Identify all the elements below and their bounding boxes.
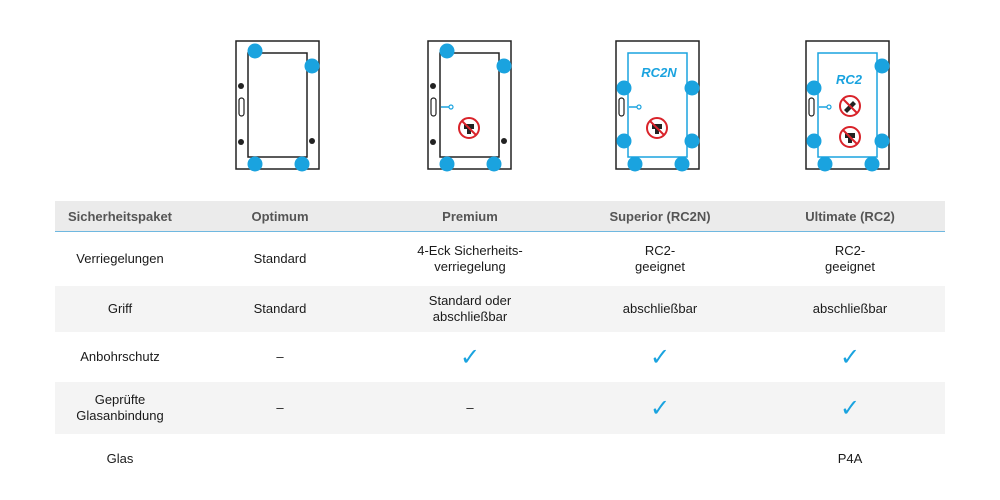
table-cell: ✓: [755, 332, 945, 382]
header-optimum: Optimum: [185, 201, 375, 232]
cell-text: RC2-geeignet: [635, 243, 685, 274]
header-superior: Superior (RC2N): [565, 201, 755, 232]
check-icon: ✓: [649, 343, 671, 371]
table-cell: RC2-geeignet: [755, 232, 945, 287]
table-cell: ✓: [565, 332, 755, 382]
cell-text: abschließbar: [622, 301, 698, 316]
table-header-row: Sicherheitspaket Optimum Premium Superio…: [55, 201, 945, 232]
table-cell: RC2-geeignet: [565, 232, 755, 287]
table-row-anbohrschutz: Anbohrschutz – ✓ ✓ ✓: [55, 332, 945, 382]
premium-window-icon: [427, 40, 517, 175]
table-cell: ✓: [375, 332, 565, 382]
cell-text: abschließbar: [812, 301, 888, 316]
header-premium: Premium: [375, 201, 565, 232]
rc2n-label: RC2N: [641, 65, 677, 80]
cell-text: –: [276, 400, 284, 415]
check-icon: ✓: [839, 343, 861, 371]
cell-text: –: [276, 349, 284, 364]
row-label-text: Anbohrschutz: [80, 349, 160, 364]
row-label: Griff: [55, 286, 185, 332]
row-label: Verriegelungen: [55, 232, 185, 287]
table-cell: –: [185, 332, 375, 382]
cell-text: Standard: [253, 301, 307, 316]
row-label-text: Verriegelungen: [76, 251, 164, 266]
check-icon: ✓: [459, 343, 481, 371]
table-cell: [185, 434, 375, 484]
optimum-window-icon: [235, 40, 325, 175]
table-cell: Standard: [185, 232, 375, 287]
table-cell: abschließbar: [565, 286, 755, 332]
table-cell: abschließbar: [755, 286, 945, 332]
table-cell: –: [185, 382, 375, 434]
cell-text: Standard: [253, 251, 307, 266]
rc2-label: RC2: [836, 72, 863, 87]
cell-text: 4-Eck Sicherheits-verriegelung: [417, 243, 523, 274]
cell-text: RC2-geeignet: [825, 243, 875, 274]
superior-window-icon: RC2N: [615, 40, 705, 175]
table-row-glas: Glas P4A: [55, 434, 945, 484]
row-label-text: Glas: [106, 451, 134, 466]
check-icon: ✓: [839, 394, 861, 422]
table-cell: Standard: [185, 286, 375, 332]
table-cell: –: [375, 382, 565, 434]
row-label: Glas: [55, 434, 185, 484]
header-ultimate: Ultimate (RC2): [755, 201, 945, 232]
header-sicherheitspaket: Sicherheitspaket: [55, 201, 185, 232]
table-cell: P4A: [755, 434, 945, 484]
table-cell: ✓: [755, 382, 945, 434]
table-cell: 4-Eck Sicherheits-verriegelung: [375, 232, 565, 287]
ultimate-window-icon: RC2: [805, 40, 895, 175]
table-cell: [565, 434, 755, 484]
cell-text: –: [466, 400, 474, 415]
cell-text: P4A: [837, 451, 863, 466]
table-row-verriegelungen: Verriegelungen Standard 4-Eck Sicherheits-…: [55, 232, 945, 287]
security-comparison-table: Sicherheitspaket Optimum Premium Superio…: [55, 201, 945, 484]
row-label: Anbohrschutz: [55, 332, 185, 382]
check-icon: ✓: [649, 394, 671, 422]
row-label-text: Griff: [107, 301, 133, 316]
table-cell: ✓: [565, 382, 755, 434]
table-cell: [375, 434, 565, 484]
